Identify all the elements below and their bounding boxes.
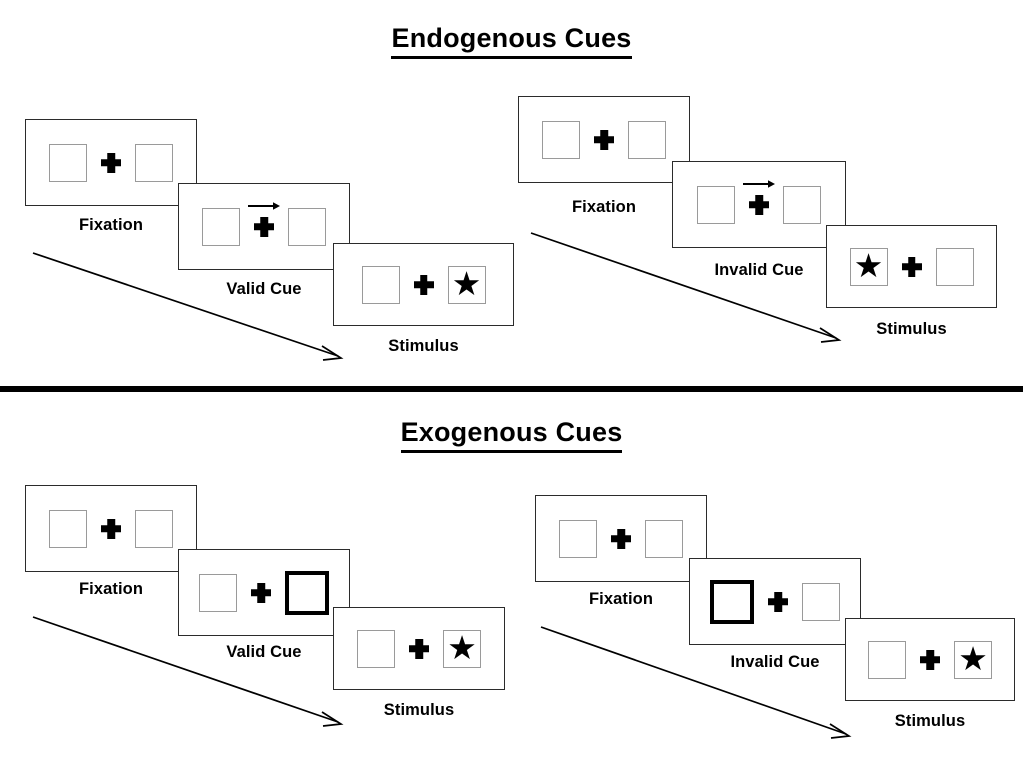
- panel-content: [26, 486, 196, 571]
- fixation-cross-icon: [593, 129, 615, 151]
- caption-endo-valid-stimulus: Stimulus: [388, 337, 459, 355]
- left-box: [868, 640, 906, 679]
- section-title-exogenous-wrap: Exogenous Cues: [0, 417, 1023, 454]
- right-box: [783, 185, 821, 224]
- fixation-cross-icon: [413, 274, 435, 296]
- caption-exo-invalid-fixation: Fixation: [588, 590, 654, 608]
- panel-content: [26, 120, 196, 205]
- fixation-cross-icon: [100, 152, 122, 174]
- stimulus-row: [49, 143, 173, 182]
- panel-endo-valid-fixation: [25, 119, 197, 206]
- panel-exo-valid-fixation: [25, 485, 197, 572]
- caption-exo-valid-fixation: Fixation: [78, 580, 144, 598]
- stimulus-row: ★: [361, 265, 486, 304]
- panel-content: [179, 550, 349, 635]
- caption-exo-invalid-stimulus: Stimulus: [894, 712, 966, 730]
- left-box: [542, 120, 580, 159]
- caption-endo-valid-cue: Valid Cue: [226, 280, 302, 298]
- fixation-cross-icon: [743, 179, 775, 216]
- caption-endo-valid-fixation: Fixation: [78, 216, 144, 234]
- stimulus-row: [710, 579, 840, 624]
- panel-content: ★: [846, 619, 1014, 700]
- left-box: [559, 519, 597, 558]
- panel-exo-valid-cue: [178, 549, 350, 636]
- panel-exo-invalid-stimulus: ★: [845, 618, 1015, 701]
- stimulus-row: ★: [868, 640, 992, 679]
- arrow-right-icon: [743, 179, 775, 188]
- panel-endo-invalid-stimulus: ★: [826, 225, 997, 308]
- panel-content: ★: [827, 226, 996, 307]
- panel-exo-invalid-cue: [689, 558, 861, 645]
- right-box: [135, 509, 173, 548]
- left-box: [697, 185, 735, 224]
- panel-content: ★: [334, 608, 504, 689]
- right-box: [802, 582, 840, 621]
- stimulus-row: [49, 509, 173, 548]
- fixation-cross-icon: [408, 638, 430, 660]
- section-title-exogenous: Exogenous Cues: [400, 417, 623, 453]
- stimulus-row: [559, 519, 683, 558]
- fixation-cross-icon: [767, 591, 789, 613]
- left-box: [49, 143, 87, 182]
- caption-exo-valid-stimulus: Stimulus: [383, 701, 455, 719]
- left-box: [49, 509, 87, 548]
- panel-content: [519, 97, 689, 182]
- fixation-cross-icon: [919, 649, 941, 671]
- left-box-cue-highlight: [710, 579, 754, 624]
- right-box: ★: [954, 640, 992, 679]
- fixation-cross-icon: [610, 528, 632, 550]
- left-box: [199, 573, 237, 612]
- caption-endo-invalid-fixation: Fixation: [571, 198, 637, 216]
- caption-exo-invalid-cue: Invalid Cue: [730, 653, 820, 671]
- panel-endo-invalid-cue: [672, 161, 846, 248]
- right-box: ★: [443, 629, 481, 668]
- fixation-cross-icon: [248, 201, 280, 238]
- caption-endo-invalid-stimulus: Stimulus: [876, 320, 947, 338]
- stimulus-row: [199, 570, 329, 615]
- panel-endo-valid-stimulus: ★: [333, 243, 514, 326]
- stimulus-row: [697, 179, 821, 224]
- panel-exo-invalid-fixation: [535, 495, 707, 582]
- stimulus-row: [542, 120, 666, 159]
- panel-content: [536, 496, 706, 581]
- left-box: ★: [849, 247, 888, 286]
- right-box-cue-highlight: [285, 570, 329, 615]
- stimulus-row: [202, 201, 326, 246]
- stimulus-row: ★: [849, 247, 974, 286]
- right-box: [288, 207, 326, 246]
- left-box: [202, 207, 240, 246]
- arrow-right-icon: [248, 201, 280, 210]
- left-box: [357, 629, 395, 668]
- caption-exo-valid-cue: Valid Cue: [226, 643, 302, 661]
- right-box: [135, 143, 173, 182]
- panel-content: ★: [334, 244, 513, 325]
- fixation-cross-icon: [250, 582, 272, 604]
- right-box: ★: [447, 265, 486, 304]
- panel-endo-invalid-fixation: [518, 96, 690, 183]
- right-box: [645, 519, 683, 558]
- fixation-cross-icon: [100, 518, 122, 540]
- panel-content: [179, 184, 349, 269]
- stimulus-row: ★: [357, 629, 481, 668]
- panel-content: [673, 162, 845, 247]
- section-title-endogenous: Endogenous Cues: [391, 23, 632, 59]
- section-divider: [0, 386, 1023, 392]
- section-title-endogenous-wrap: Endogenous Cues: [0, 23, 1023, 60]
- panel-endo-valid-cue: [178, 183, 350, 270]
- panel-exo-valid-stimulus: ★: [333, 607, 505, 690]
- caption-endo-invalid-cue: Invalid Cue: [714, 261, 804, 279]
- panel-content: [690, 559, 860, 644]
- right-box: [628, 120, 666, 159]
- left-box: [361, 265, 400, 304]
- right-box: [935, 247, 974, 286]
- fixation-cross-icon: [901, 256, 923, 278]
